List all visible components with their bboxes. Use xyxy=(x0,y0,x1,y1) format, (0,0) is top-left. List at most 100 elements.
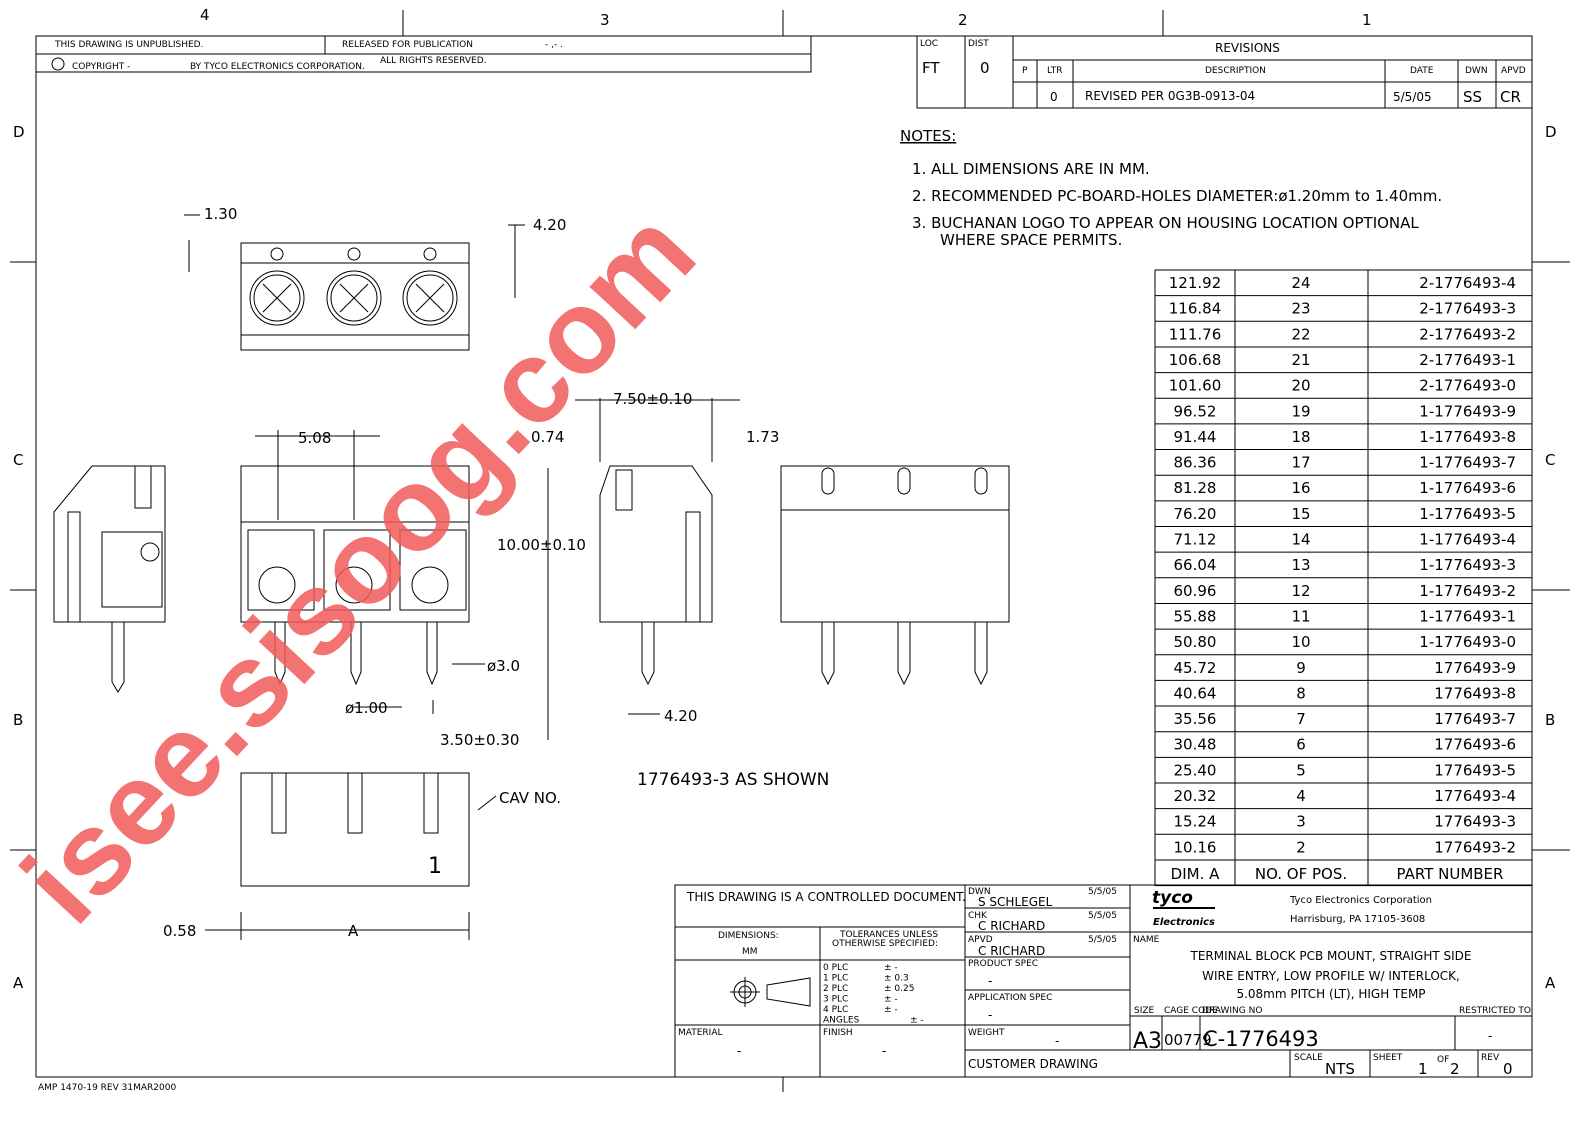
side-view-left xyxy=(53,465,166,693)
dimensions-value: MM xyxy=(742,947,758,957)
controlled-text: THIS DRAWING IS A CONTROLLED DOCUMENT. xyxy=(686,890,966,904)
parts-cell-pos: 9 xyxy=(1296,659,1306,677)
zone-label: C xyxy=(13,451,23,469)
parts-cell-dim: 76.20 xyxy=(1174,505,1217,523)
tolerances-label: TOLERANCES UNLESS xyxy=(839,930,938,940)
parts-cell-dim: 60.96 xyxy=(1174,582,1217,600)
apvd-date: 5/5/05 xyxy=(1088,935,1117,945)
parts-cell-part: 1776493-6 xyxy=(1434,736,1516,754)
parts-cell-part: 1-1776493-0 xyxy=(1419,633,1516,651)
parts-cell-dim: 121.92 xyxy=(1169,274,1222,292)
parts-cell-part: 1-1776493-6 xyxy=(1419,479,1516,497)
as-shown-label: 1776493-3 AS SHOWN xyxy=(637,770,829,790)
dim-label: 1.30 xyxy=(204,205,237,223)
dimensions-label: DIMENSIONS: xyxy=(718,931,779,941)
dim-label: A xyxy=(348,922,359,940)
zone-label: B xyxy=(13,711,23,729)
parts-cell-pos: 13 xyxy=(1291,556,1310,574)
rights-text: ALL RIGHTS RESERVED. xyxy=(380,56,487,66)
tolerance-value: ± - xyxy=(884,1005,898,1015)
scale-label: SCALE xyxy=(1294,1053,1323,1063)
material-label: MATERIAL xyxy=(678,1028,723,1038)
zone-label: D xyxy=(1545,123,1557,141)
rev-col-header: LTR xyxy=(1047,66,1063,76)
drawing-name-line: WIRE ENTRY, LOW PROFILE W/ INTERLOCK, xyxy=(1202,969,1460,983)
parts-cell-dim: 20.32 xyxy=(1174,787,1217,805)
dim-label: 0.74 xyxy=(531,428,564,446)
parts-cell-part: 1776493-5 xyxy=(1434,761,1516,779)
note-item: 1. ALL DIMENSIONS ARE IN MM. xyxy=(912,160,1150,178)
parts-cell-part: 1776493-8 xyxy=(1434,684,1516,702)
front-view xyxy=(240,430,485,714)
tyco-logo: tyco xyxy=(1152,888,1193,908)
tolerance-value: ± - xyxy=(884,995,898,1005)
parts-cell-pos: 3 xyxy=(1296,813,1306,831)
parts-cell-pos: 17 xyxy=(1291,454,1310,472)
parts-cell-dim: 30.48 xyxy=(1174,736,1217,754)
rev-date: 5/5/05 xyxy=(1393,90,1432,104)
dim-label: ø3.0 xyxy=(487,657,520,675)
dim-label: 0.58 xyxy=(163,922,196,940)
zone-label: B xyxy=(1545,711,1555,729)
parts-cell-dim: 116.84 xyxy=(1169,300,1222,318)
tolerance-label: 0 PLC xyxy=(823,963,848,973)
parts-cell-pos: 20 xyxy=(1291,377,1310,395)
parts-cell-pos: 12 xyxy=(1291,582,1310,600)
rev-dwn: SS xyxy=(1463,88,1482,106)
of-label: OF xyxy=(1437,1055,1449,1065)
rev-apvd: CR xyxy=(1500,88,1521,106)
drawing-no-label: DRAWING NO xyxy=(1202,1006,1262,1016)
zone-label: 2 xyxy=(958,11,968,29)
application-spec-value: - xyxy=(988,1008,992,1022)
title-block-text: THIS DRAWING IS A CONTROLLED DOCUMENT. D… xyxy=(38,887,1531,1093)
loc-label: LOC xyxy=(920,39,938,49)
parts-cell-dim: 96.52 xyxy=(1174,402,1217,420)
dim-label: 10.00±0.10 xyxy=(497,536,586,554)
parts-cell-pos: 10 xyxy=(1291,633,1310,651)
name-label: NAME xyxy=(1133,935,1160,945)
parts-cell-dim: 40.64 xyxy=(1174,684,1217,702)
apvd-name: C RICHARD xyxy=(978,944,1045,958)
parts-cell-part: 2-1776493-3 xyxy=(1419,300,1516,318)
tyco-logo-sub: Electronics xyxy=(1153,917,1215,928)
zone-label: 1 xyxy=(1362,11,1372,29)
title-block xyxy=(674,884,1533,1078)
tolerance-value: ± - xyxy=(910,1016,924,1026)
dimension-labels: 1.30 4.20 5.08 7.50±0.10 0.74 1.73 10.00… xyxy=(163,205,829,940)
parts-cell-pos: 24 xyxy=(1291,274,1310,292)
parts-cell-dim: 45.72 xyxy=(1174,659,1217,677)
dist-label: DIST xyxy=(968,39,989,49)
weight-value: - xyxy=(1055,1034,1059,1048)
parts-header: NO. OF POS. xyxy=(1255,865,1347,883)
copyright-text: COPYRIGHT - xyxy=(72,62,130,72)
cav-label: CAV NO. xyxy=(499,789,561,807)
dwn-date: 5/5/05 xyxy=(1088,887,1117,897)
rev-ltr: 0 xyxy=(1050,90,1058,104)
size-label: SIZE xyxy=(1134,1006,1155,1016)
dim-label: 4.20 xyxy=(533,216,566,234)
parts-cell-dim: 91.44 xyxy=(1174,428,1217,446)
tolerance-value: ± - xyxy=(884,963,898,973)
parts-cell-part: 1-1776493-5 xyxy=(1419,505,1516,523)
parts-cell-pos: 4 xyxy=(1296,787,1306,805)
parts-header: PART NUMBER xyxy=(1397,865,1504,883)
dim-label: 3.50±0.30 xyxy=(440,731,519,749)
restricted-value: - xyxy=(1488,1029,1492,1043)
parts-cell-part: 2-1776493-4 xyxy=(1419,274,1516,292)
parts-cell-dim: 106.68 xyxy=(1169,351,1222,369)
bottom-view xyxy=(205,772,497,940)
form-number: AMP 1470-19 REV 31MAR2000 xyxy=(38,1083,176,1093)
sheet-value: 1 xyxy=(1418,1060,1428,1078)
parts-cell-part: 1776493-4 xyxy=(1434,787,1516,805)
restricted-label: RESTRICTED TO xyxy=(1459,1006,1531,1016)
product-spec-label: PRODUCT SPEC xyxy=(968,959,1038,969)
apvd-label: APVD xyxy=(968,935,993,945)
parts-cell-part: 1-1776493-8 xyxy=(1419,428,1516,446)
zone-label: C xyxy=(1545,451,1555,469)
rev-col-header: DESCRIPTION xyxy=(1205,66,1266,76)
material-value: - xyxy=(737,1044,741,1058)
unpublished-text: THIS DRAWING IS UNPUBLISHED. xyxy=(54,40,203,50)
parts-cell-pos: 22 xyxy=(1291,325,1310,343)
finish-label: FINISH xyxy=(823,1028,853,1038)
